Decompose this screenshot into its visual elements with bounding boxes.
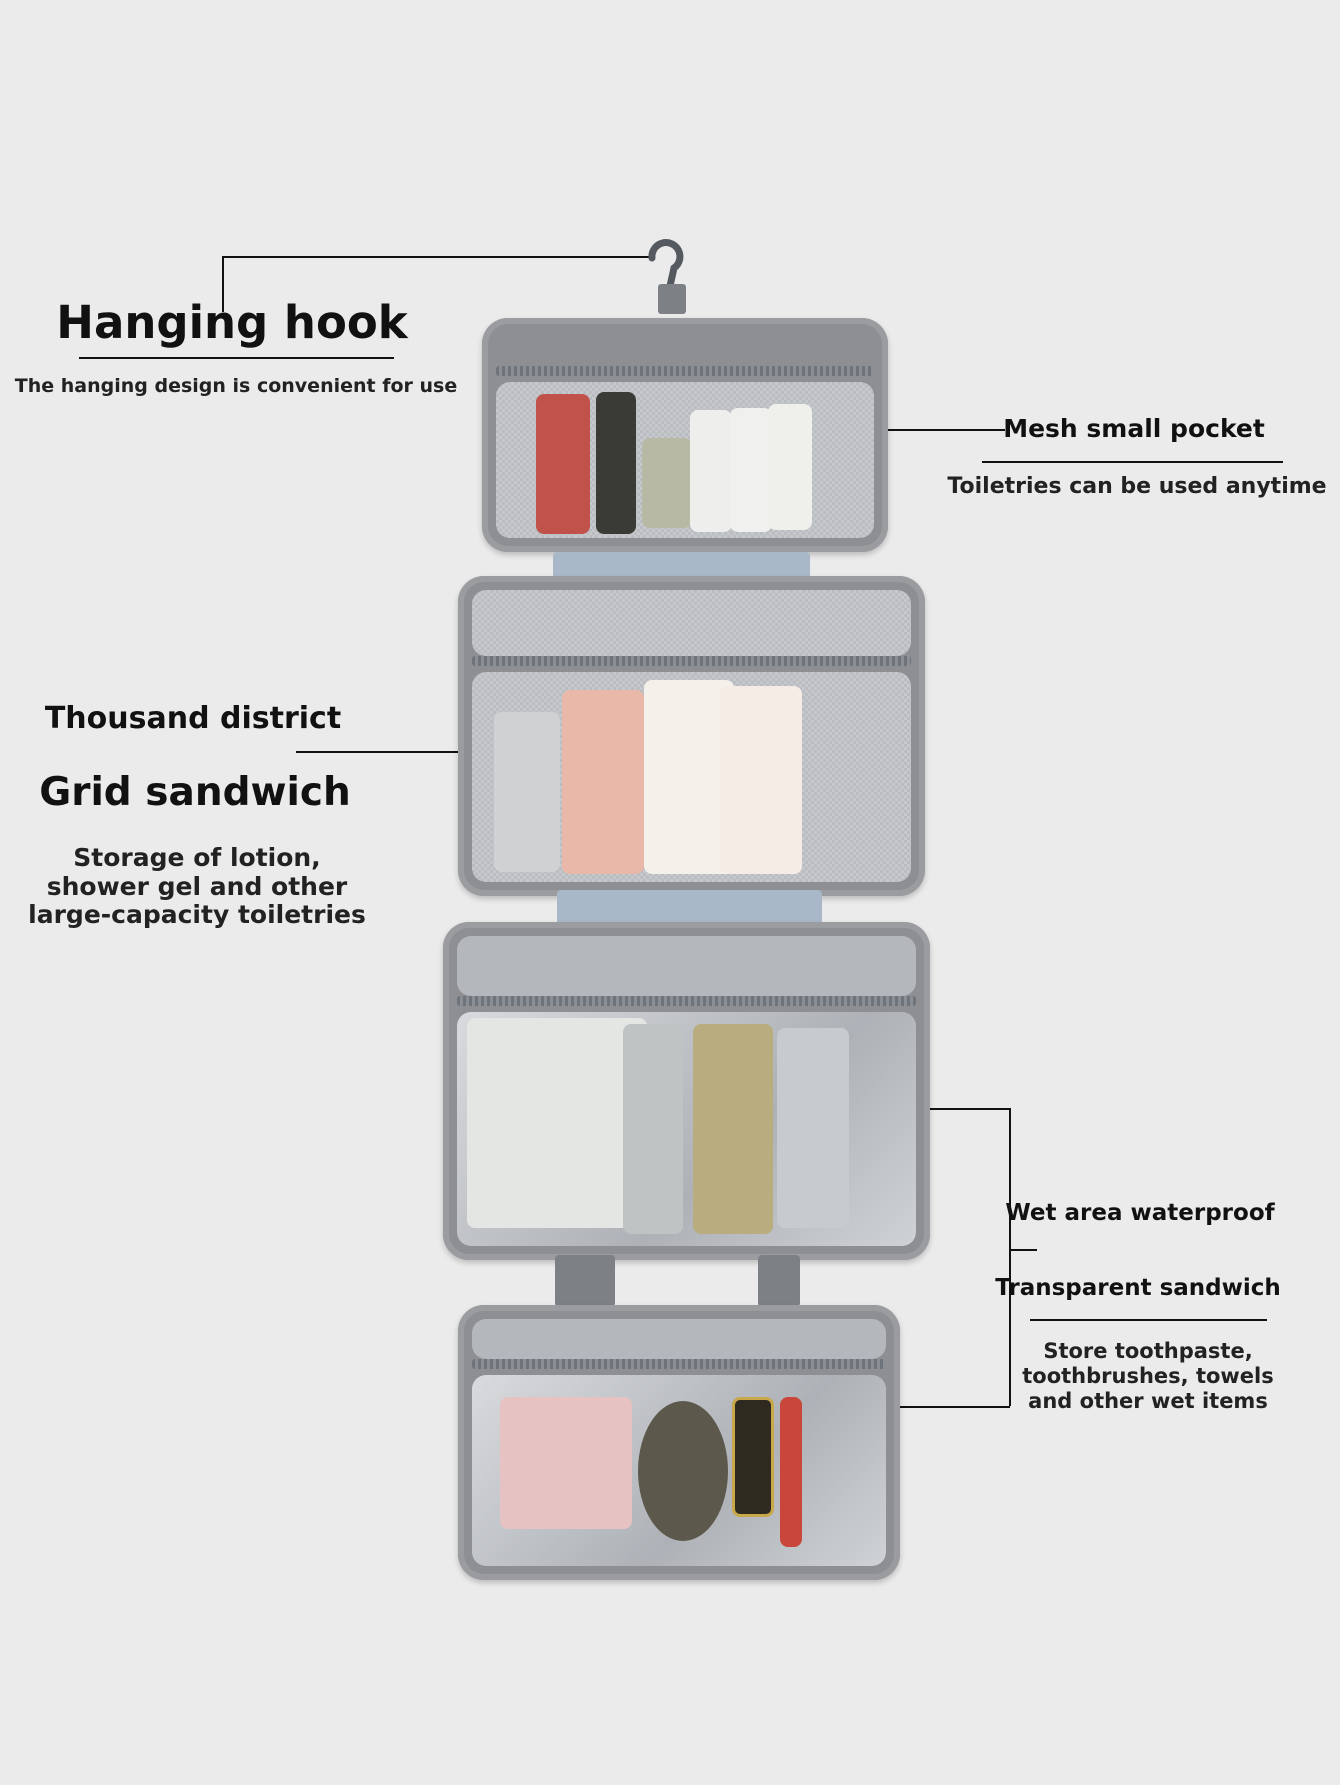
mesh-pocket-panel: [482, 318, 888, 552]
bottom-transparent-panel: [458, 1305, 900, 1580]
grid-sandwich-panel: [458, 576, 925, 896]
grid-leader: [296, 751, 520, 753]
strap: [557, 890, 822, 925]
strap: [555, 1255, 615, 1307]
hook-title-underline: [79, 357, 394, 359]
hanging-hook-icon: [648, 239, 686, 314]
mesh-pocket-title: Mesh small pocket: [1003, 414, 1265, 443]
wet-leader-tick: [1009, 1249, 1037, 1251]
hook-leader-vertical: [222, 256, 224, 312]
strap: [553, 552, 810, 580]
wet-area-line-1: Store toothpaste,: [1043, 1339, 1253, 1363]
transparent-sandwich-panel: [443, 922, 930, 1260]
grid-sandwich-line-2: shower gel and other: [46, 872, 348, 901]
wet-leader-top: [860, 1108, 1010, 1110]
wet-area-line-3: and other wet items: [1028, 1389, 1268, 1413]
hanging-hook-subtitle: The hanging design is convenient for use: [14, 375, 458, 397]
wet-underline: [1030, 1319, 1267, 1321]
mesh-pocket-subtitle: Toiletries can be used anytime: [947, 474, 1327, 499]
strap: [758, 1255, 800, 1307]
grid-sandwich-line-3: large-capacity toiletries: [28, 900, 366, 929]
thousand-district-label: Thousand district: [44, 701, 342, 736]
hook-leader-horizontal: [222, 256, 650, 258]
wet-area-title: Wet area waterproof: [1005, 1200, 1275, 1226]
mesh-leader: [830, 429, 1005, 431]
hanging-hook-title: Hanging hook: [56, 296, 408, 349]
mesh-underline: [982, 461, 1283, 463]
grid-sandwich-line-1: Storage of lotion,: [73, 843, 321, 872]
grid-sandwich-title: Grid sandwich: [39, 770, 351, 815]
transparent-sandwich-title: Transparent sandwich: [995, 1275, 1281, 1301]
wet-leader-vertical: [1009, 1108, 1011, 1406]
wet-area-line-2: toothbrushes, towels: [1022, 1364, 1274, 1388]
wet-leader-bottom: [868, 1406, 1010, 1408]
